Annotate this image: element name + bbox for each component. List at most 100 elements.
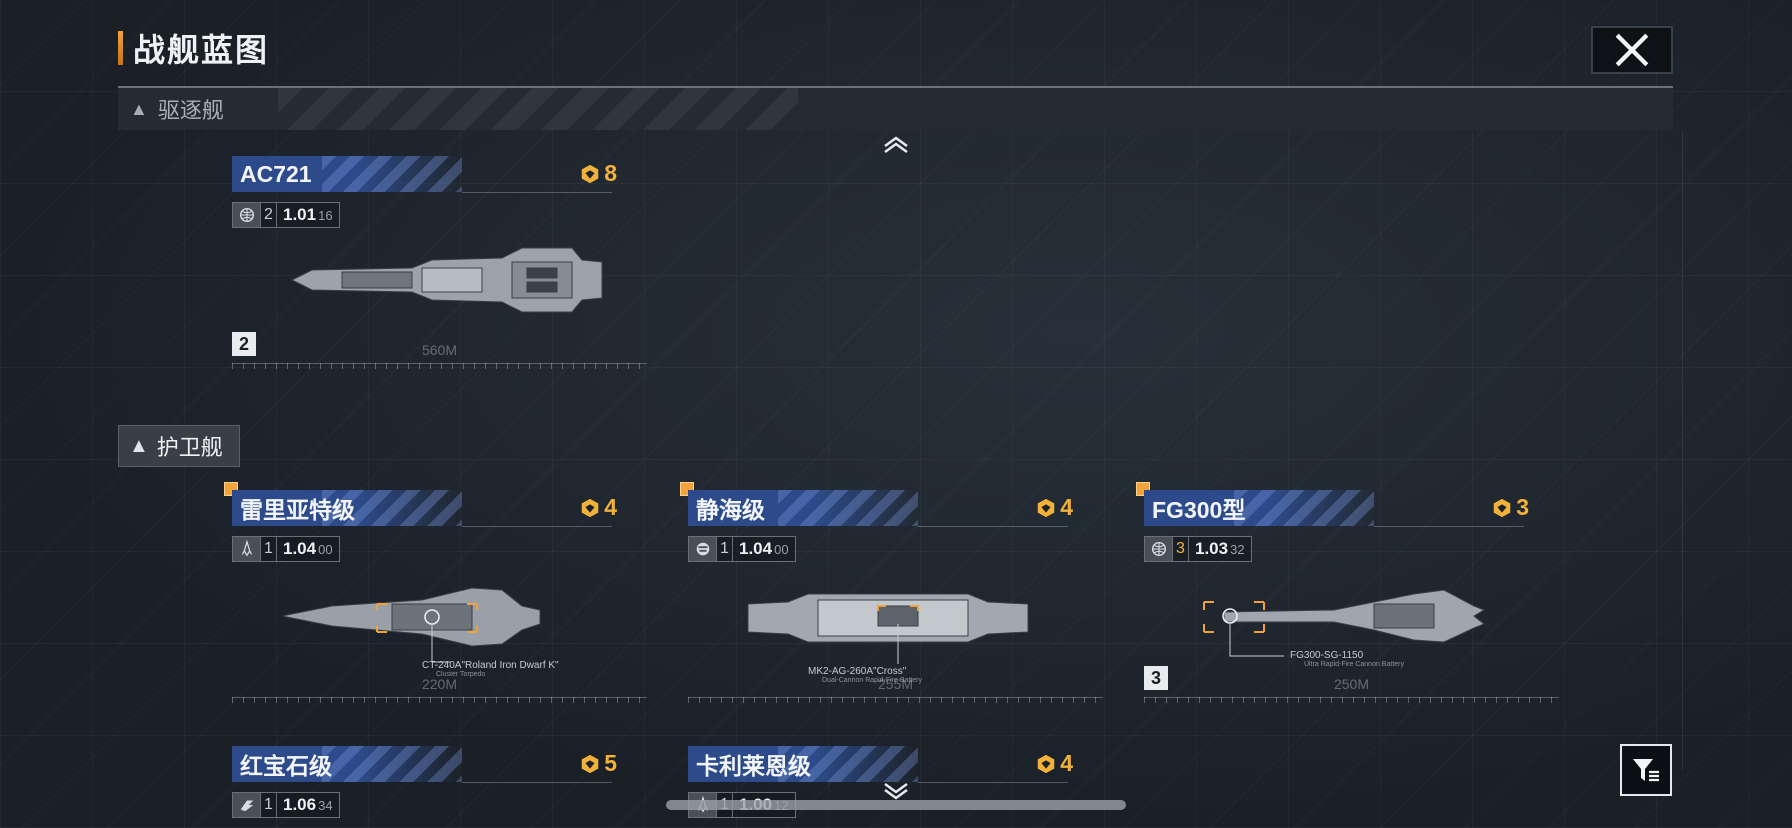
scale-ticks: [232, 363, 647, 369]
scale-ticks: [688, 697, 1103, 703]
plate-stripes: [322, 490, 462, 526]
plate-stripes: [778, 490, 918, 526]
globe-icon: [233, 203, 261, 227]
ship-cost-value: 4: [604, 494, 617, 520]
plate-stripes: [778, 746, 918, 782]
ship-tier: 1: [261, 793, 277, 817]
filter-button[interactable]: [1620, 744, 1672, 796]
ship-name-plate: 静海级: [688, 490, 918, 526]
ship-version-sub: 00: [774, 541, 789, 557]
ship-version-main: 1.01: [283, 205, 317, 224]
section-label: 护卫舰: [156, 435, 223, 460]
cost-emblem-icon: [581, 754, 599, 773]
ship-weapon-label: CT-240A"Roland Iron Dwarf K" Cluster Tor…: [422, 660, 559, 678]
ship-length: 250M: [1333, 676, 1370, 692]
ship-name: 卡利莱恩级: [696, 753, 811, 779]
ship-length: 255M: [877, 676, 914, 692]
horizontal-scrollbar[interactable]: [666, 800, 1126, 810]
ship-name: FG300型: [1152, 497, 1246, 523]
close-button[interactable]: [1591, 26, 1673, 74]
scale-ticks: [232, 697, 647, 703]
cost-emblem-icon: [1493, 498, 1511, 517]
ship-cost: 4: [1035, 494, 1073, 521]
plate-stripes: [1234, 490, 1374, 526]
cost-emblem-icon: [1037, 754, 1055, 773]
cost-emblem-icon: [581, 498, 599, 517]
ship-name-plate: 雷里亚特级: [232, 490, 462, 526]
ship-blueprint-image: [281, 587, 541, 663]
plate-leader-line: [918, 782, 1068, 783]
weapon-name: CT-240A"Roland Iron Dwarf K": [422, 660, 559, 671]
ship-weapon-label: MK2-AG-260A"Cross" Dual-Cannon Rapid-Fir…: [808, 666, 922, 684]
collapse-triangle-icon: ▲: [129, 434, 149, 457]
ship-cost: 5: [579, 750, 617, 777]
page-title-text: 战舰蓝图: [133, 32, 270, 68]
background-ruler: [1682, 130, 1712, 770]
ship-cost-value: 3: [1516, 494, 1529, 520]
weapon-name: MK2-AG-260A"Cross": [808, 666, 907, 677]
ship-blueprint-image: [290, 247, 603, 313]
plate-stripes: [322, 746, 462, 782]
weapon-type: Cluster Torpedo: [436, 671, 486, 678]
ship-length-scale: 255M: [688, 674, 1103, 703]
section-header-frigate[interactable]: ▲ 护卫舰: [118, 425, 240, 467]
ship-version-main: 1.03: [1195, 539, 1229, 558]
ship-weapon-label: FG300-SG-1150 Ultra Rapid-Fire Cannon Ba…: [1290, 650, 1404, 668]
ship-version-main: 1.04: [283, 539, 317, 558]
title-accent-bar: [118, 31, 123, 65]
ship-name: 红宝石级: [240, 753, 332, 779]
scroll-up-chevron-icon[interactable]: [882, 134, 910, 154]
ship-version-sub: 16: [318, 207, 333, 223]
weapon-type: Ultra Rapid-Fire Cannon Battery: [1304, 661, 1404, 668]
section-label: 驱逐舰: [157, 98, 224, 123]
section-header-destroyer[interactable]: ▲ 驱逐舰: [118, 86, 1673, 130]
ship-tier: 3: [1173, 537, 1189, 561]
rocket-icon: [233, 537, 261, 561]
ship-tier: 1: [261, 537, 277, 561]
filter-icon: [1633, 759, 1659, 782]
ship-cost-value: 8: [604, 160, 617, 186]
ship-tier: 1: [717, 537, 733, 561]
weapon-type: Dual-Cannon Rapid-Fire Battery: [822, 677, 922, 684]
ship-name: 雷里亚特级: [240, 497, 355, 523]
plate-leader-line: [462, 192, 612, 193]
ship-cost-value: 4: [1060, 494, 1073, 520]
ship-count-badge: 3: [1144, 666, 1168, 690]
ship-cost-value: 4: [1060, 750, 1073, 776]
ship-length-scale: 560M: [232, 340, 647, 369]
ship-length: 560M: [421, 342, 458, 358]
ship-cost: 4: [1035, 750, 1073, 777]
ship-version-sub: 34: [318, 797, 333, 813]
faction-icon: [689, 537, 717, 561]
cost-emblem-icon: [1037, 498, 1055, 517]
ship-name-plate: FG300型: [1144, 490, 1374, 526]
scale-ticks: [1144, 697, 1559, 703]
ship-cost-value: 5: [604, 750, 617, 776]
ship-name: AC721: [240, 160, 312, 187]
ship-length-scale: 250M: [1144, 674, 1559, 703]
plate-stripes: [322, 156, 462, 192]
ship-version-sub: 32: [1230, 541, 1245, 557]
ship-version-main: 1.06: [283, 795, 317, 814]
collapse-triangle-icon: ▲: [130, 98, 148, 119]
scroll-down-chevron-icon[interactable]: [882, 780, 910, 800]
ship-name-plate: 红宝石级: [232, 746, 462, 782]
ship-version-main: 1.04: [739, 539, 773, 558]
page-title: 战舰蓝图: [118, 28, 269, 68]
ship-count-badge: 2: [232, 332, 256, 356]
ship-name-plate: 卡利莱恩级: [688, 746, 918, 782]
ship-blueprint-image: [747, 593, 1029, 664]
